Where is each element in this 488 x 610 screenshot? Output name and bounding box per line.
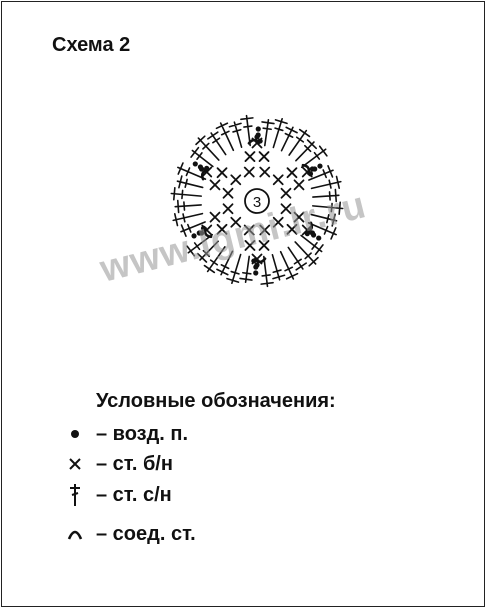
double-crochet-mark [311,201,344,216]
double-crochet-mark [176,175,204,189]
single-crochet-mark [216,223,228,235]
double-crochet-mark [226,253,242,285]
chain-stitch-mark [316,235,322,241]
legend-item-text: – соед. ст. [96,522,196,545]
single-crochet-mark [243,224,255,236]
double-crochet-mark [271,254,286,281]
chain-stitch-mark [310,232,317,238]
double-crochet-mark [228,121,243,148]
chain-stitch-mark [196,230,202,236]
double-crochet-mark [239,255,253,284]
crochet-snowflake-diagram: 3 [170,114,344,288]
double-crochet-mark [197,240,219,263]
double-crochet-mark [195,135,220,161]
double-crochet-mark [308,165,334,181]
single-crochet-mark [286,223,298,235]
single-crochet-mark [209,179,221,191]
chain-stitch-icon [66,429,84,439]
single-crochet-mark [286,167,298,179]
slip-stitch-mark [253,257,267,264]
double-crochet-mark [300,234,324,256]
chain-stitch-mark [304,231,310,237]
single-crochet-mark [280,203,292,215]
center-ring-label: 3 [253,194,261,211]
single-crochet-mark [272,174,284,186]
double-crochet-mark [294,241,319,267]
legend-item-double-crochet: – ст. с/н [66,481,172,509]
double-crochet-mark [288,128,311,156]
single-crochet-mark [259,224,271,236]
chain-stitch-mark [192,161,198,167]
single-crochet-mark [230,216,242,228]
double-crochet-mark [272,117,288,149]
double-crochet-mark [215,122,235,152]
legend-item-text: – ст. б/н [96,452,173,475]
single-crochet-mark [244,240,256,251]
single-crochet-mark [293,179,305,191]
double-crochet-icon [66,483,84,507]
chain-stitch-mark [200,225,207,231]
double-crochet-mark [312,188,340,203]
legend-item-chain: – возд. п. [66,420,188,448]
slip-stitch-mark [247,138,261,145]
chain-stitch-mark [191,233,197,239]
double-crochet-mark [174,199,202,214]
single-crochet-mark [230,174,242,186]
double-crochet-mark [207,131,227,156]
single-crochet-mark [244,151,256,162]
chain-stitch-mark [197,164,204,170]
double-crochet-mark [300,145,328,169]
single-crochet-mark [222,187,234,199]
chain-stitch-mark [204,165,210,171]
chain-stitch-mark [255,126,261,132]
chain-stitch-mark [307,171,314,177]
legend-item-slip-stitch: – соед. ст. [66,520,196,548]
legend-item-single-crochet: – ст. б/н [66,450,173,478]
center-ring [244,188,270,214]
double-crochet-mark [307,222,337,240]
double-crochet-mark [279,250,299,280]
double-crochet-mark [310,175,342,190]
single-crochet-mark [272,216,284,228]
single-crochet-mark [209,211,221,223]
chain-stitch-mark [253,270,259,276]
double-crochet-mark [216,250,234,276]
single-crochet-icon [66,457,84,471]
double-crochet-mark [240,114,254,147]
scheme-title: Схема 2 [52,34,131,56]
legend-title: Условные обозначения: [96,390,336,412]
legend-item-text: – ст. с/н [96,483,172,506]
double-crochet-mark [190,146,214,168]
slip-stitch-icon [66,527,84,541]
double-crochet-mark [261,118,275,147]
single-crochet-mark [293,211,305,223]
double-crochet-mark [203,246,226,274]
single-crochet-mark [258,240,270,251]
chain-stitch-mark [253,264,259,270]
double-crochet-mark [170,186,203,201]
double-crochet-mark [177,162,207,180]
double-crochet-mark [172,212,204,227]
single-crochet-mark [222,203,234,215]
single-crochet-mark [243,166,255,178]
chain-stitch-mark [254,134,260,140]
double-crochet-mark [260,255,274,288]
legend-item-text: – возд. п. [96,422,189,445]
double-crochet-mark [310,213,338,227]
double-crochet-mark [280,126,298,152]
chain-stitch-mark [312,166,318,172]
chain-stitch-mark [317,163,323,169]
double-crochet-mark [295,139,317,162]
single-crochet-mark [258,151,270,162]
chain-stitch-mark [251,258,257,264]
single-crochet-mark [280,187,292,199]
double-crochet-mark [180,221,206,237]
single-crochet-mark [259,166,271,178]
double-crochet-mark [186,233,214,257]
single-crochet-mark [216,167,228,179]
double-crochet-mark [287,246,307,271]
